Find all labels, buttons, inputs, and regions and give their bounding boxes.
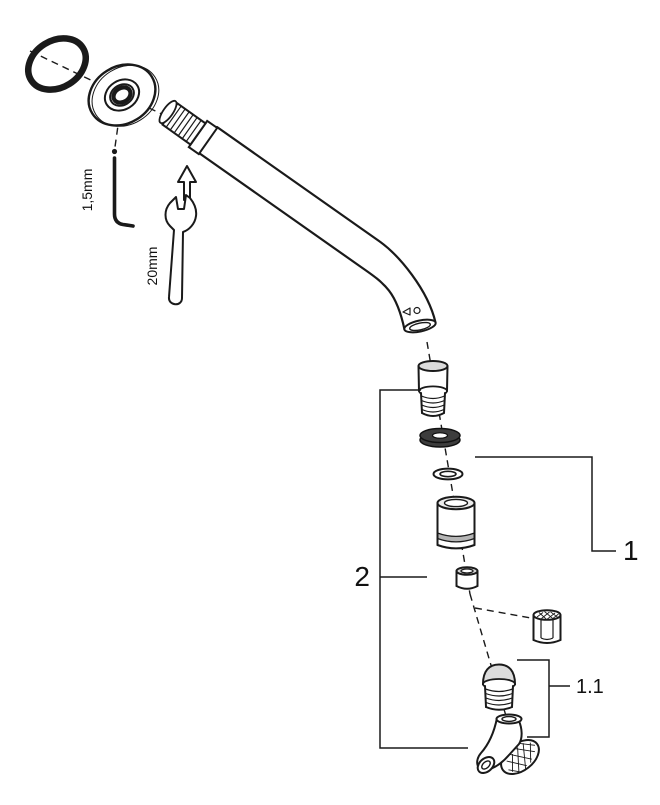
open-end-wrench-icon	[164, 194, 198, 306]
o-ring-seal-ring	[25, 35, 89, 93]
insert-body-fill	[533, 615, 561, 643]
part-nut	[455, 566, 479, 590]
connector-top	[417, 360, 449, 372]
axis-branch-insert	[474, 607, 532, 619]
set-screw-dot	[111, 148, 118, 155]
wrench-size-label: 20mm	[144, 247, 160, 286]
allen-key-icon	[112, 156, 135, 228]
rosette-depth-edge	[91, 64, 160, 127]
callout-1-1	[517, 659, 570, 738]
elbow-top-opening	[495, 713, 523, 725]
washer-hole	[431, 432, 449, 439]
elbow-mouth	[476, 756, 496, 774]
callout-1-1-bracket	[517, 659, 550, 738]
callout-2-bracket	[379, 389, 468, 749]
o-ring-inner	[439, 470, 457, 478]
adapter-thread-hatch	[485, 688, 513, 706]
nut-hole	[460, 568, 474, 574]
rosette-thread	[111, 85, 133, 105]
part-elbow	[476, 713, 540, 775]
connector-thread-hatch	[421, 395, 445, 413]
wall-rosette	[87, 63, 160, 127]
callout-2-label: 2	[354, 561, 370, 592]
allen-key-size-label: 1,5mm	[79, 169, 95, 212]
flow-mark-icon	[402, 306, 421, 316]
arm-body	[197, 125, 437, 333]
part-insert	[532, 609, 562, 644]
wrench-shape	[164, 194, 198, 306]
arm-thread-endcap	[158, 99, 178, 125]
part-washer	[419, 427, 461, 448]
axis-parts-lower	[469, 593, 507, 717]
elbow-flange-hatch	[506, 742, 536, 773]
part-adapter	[481, 663, 517, 711]
elbow-top-inner	[501, 715, 517, 723]
axis-set-screw	[114, 103, 122, 148]
part-connector	[417, 360, 449, 417]
sleeve-top-hole	[443, 498, 469, 508]
callout-1-bracket	[475, 456, 616, 552]
assembly-axes	[29, 50, 532, 717]
callout-2	[379, 389, 468, 749]
connector-body-fill	[418, 366, 448, 391]
allen-key-shape	[112, 156, 135, 228]
o-ring-seal	[25, 35, 89, 93]
part-sleeve	[436, 495, 476, 550]
shower-arm-spout	[158, 99, 437, 334]
callout-1-label: 1	[623, 535, 639, 566]
callout-1-1-label: 1.1	[576, 676, 604, 698]
insert-top	[532, 609, 562, 621]
callout-1	[475, 456, 616, 552]
insert-top-hatch	[536, 611, 559, 620]
arm-thread-hatch	[165, 105, 202, 143]
connector-thread-fill	[421, 393, 445, 416]
part-o-ring	[432, 467, 464, 481]
arm-mouth-inner	[409, 321, 431, 332]
nut-body-fill	[456, 571, 478, 589]
elbow-mouth-inner	[481, 760, 491, 770]
